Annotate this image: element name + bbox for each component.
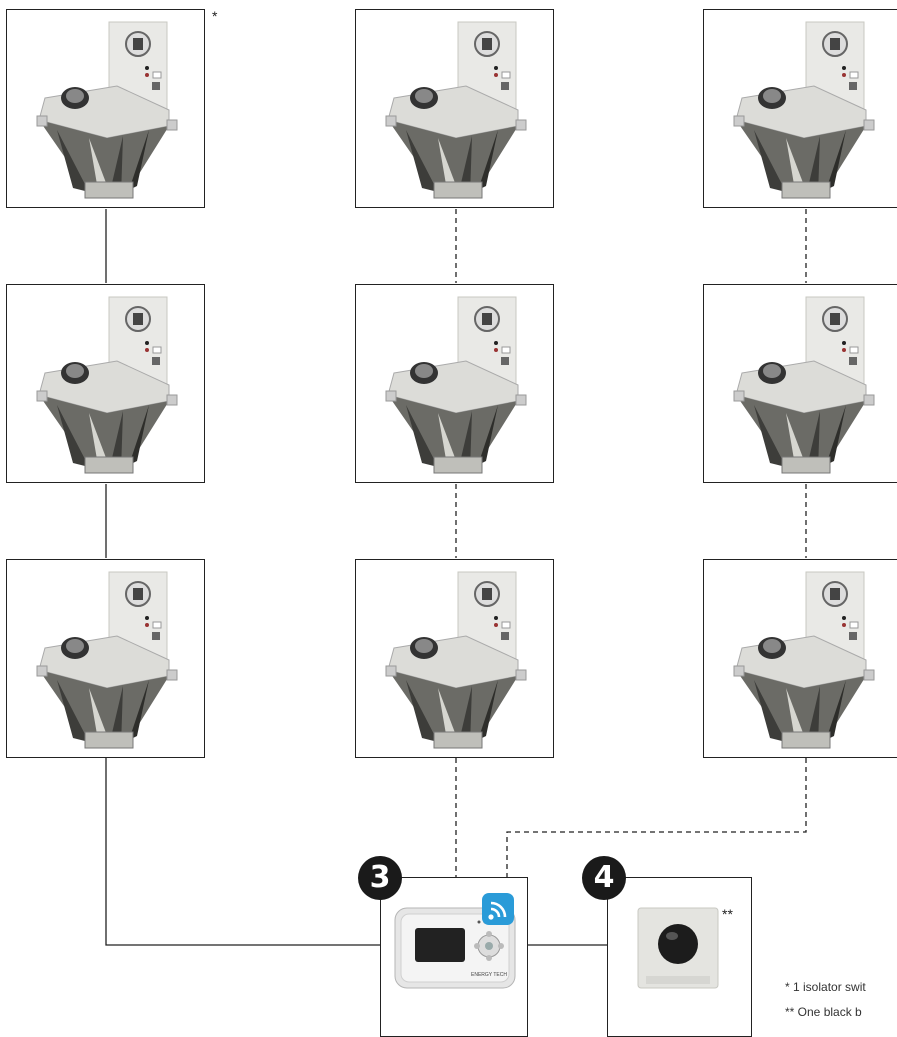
heater-image	[29, 570, 189, 755]
controller-number-badge: 3	[358, 856, 402, 900]
black-bulb-sensor-image	[636, 906, 720, 990]
heater-image	[726, 295, 886, 480]
heater-image	[726, 570, 886, 755]
footnote-2: ** One black b	[785, 1005, 862, 1019]
sensor-number-badge: 4	[582, 856, 626, 900]
heater-unit-r1-c3	[703, 9, 897, 208]
heater-image	[726, 20, 886, 205]
heater-image	[378, 295, 538, 480]
unit-footnote-marker: *	[212, 8, 217, 24]
sensor-box: **	[607, 877, 752, 1037]
heater-unit-r2-c2	[355, 284, 554, 483]
footnote-1: * 1 isolator swit	[785, 980, 866, 994]
wifi-icon	[482, 893, 514, 925]
heater-image	[29, 295, 189, 480]
heater-image	[378, 570, 538, 755]
heater-unit-r3-c3	[703, 559, 897, 758]
heater-unit-r3-c2	[355, 559, 554, 758]
heater-image	[29, 20, 189, 205]
heater-unit-r1-c1	[6, 9, 205, 208]
heater-image	[378, 20, 538, 205]
heater-unit-r2-c3	[703, 284, 897, 483]
heater-unit-r3-c1	[6, 559, 205, 758]
controller-brand-label: ENERGY TECH	[471, 972, 507, 978]
sensor-footnote-marker: **	[722, 906, 733, 922]
heater-unit-r2-c1	[6, 284, 205, 483]
heater-unit-r1-c2	[355, 9, 554, 208]
